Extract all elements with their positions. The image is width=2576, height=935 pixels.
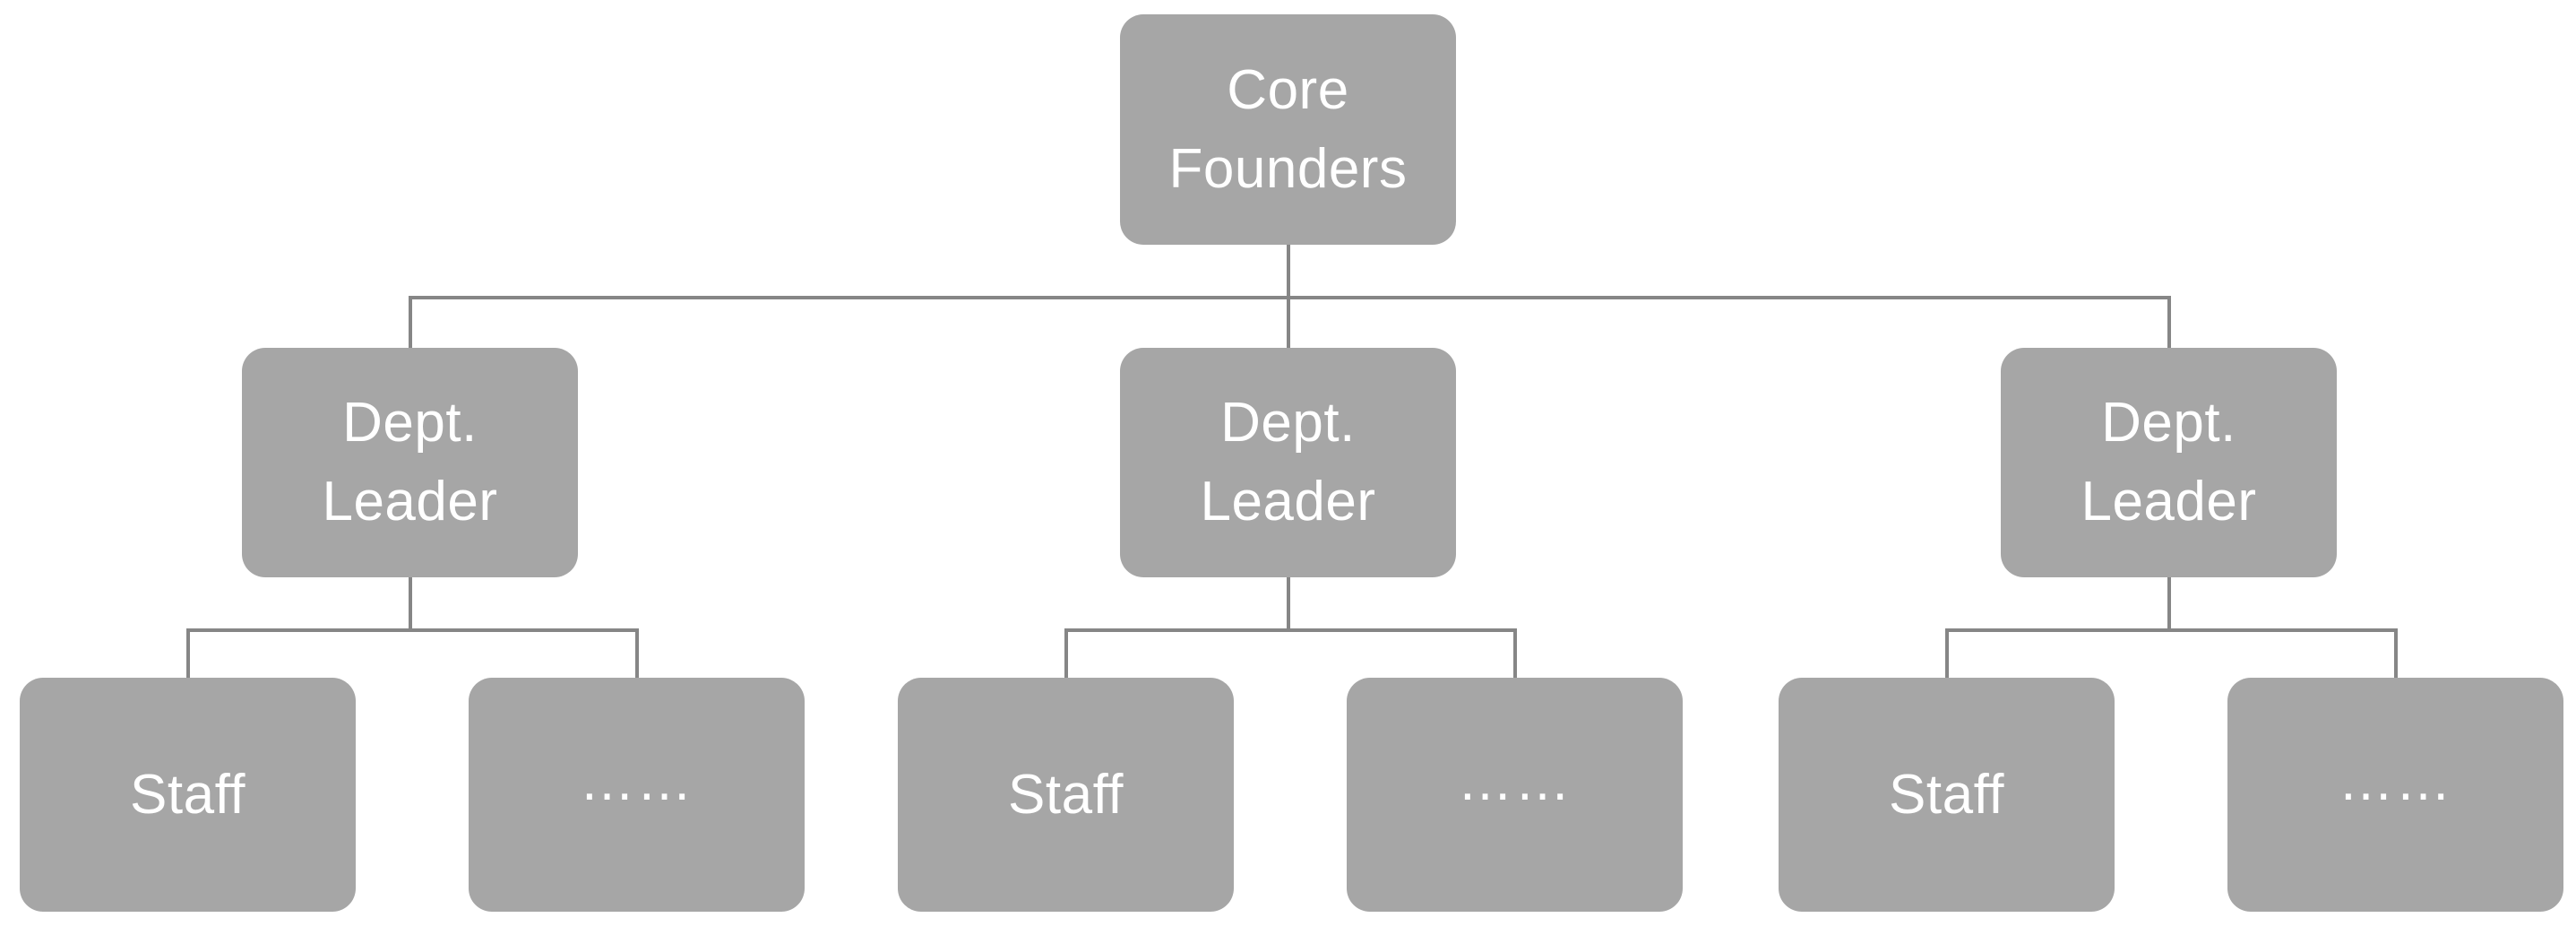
node-dept-leader-2-line-2: Leader (1200, 471, 1376, 532)
node-ellipsis-1: …… (469, 678, 805, 912)
node-dept-leader-2-line-1: Dept. (1220, 392, 1356, 454)
node-dept-leader-3-line-1: Dept. (2101, 392, 2236, 454)
connector-drop-ellipsis-2 (1513, 628, 1517, 678)
node-dept-leader-3: Dept. Leader (2001, 348, 2337, 577)
connector-drop-dept-3 (2167, 296, 2171, 348)
node-staff-3: Staff (1779, 678, 2115, 912)
node-ellipsis-3-label: …… (2338, 749, 2453, 812)
node-staff-1-label: Staff (130, 763, 246, 826)
node-staff-1: Staff (20, 678, 356, 912)
connector-dept-2-stem (1287, 577, 1290, 628)
connector-group-2-horizontal (1064, 628, 1517, 632)
node-dept-leader-3-line-2: Leader (2081, 471, 2257, 532)
node-dept-leader-2: Dept. Leader (1120, 348, 1456, 577)
node-ellipsis-2-label: …… (1457, 749, 1572, 812)
connector-group-1-horizontal (186, 628, 639, 632)
node-core-founders: Core Founders (1120, 14, 1456, 245)
connector-level1-horizontal (409, 296, 2171, 299)
node-core-founders-line-1: Core (1227, 58, 1349, 121)
connector-dept-3-stem (2167, 577, 2171, 628)
node-staff-3-label: Staff (1889, 763, 2004, 826)
node-ellipsis-2: …… (1347, 678, 1683, 912)
node-ellipsis-3: …… (2227, 678, 2563, 912)
connector-drop-staff-3 (1945, 628, 1949, 678)
connector-group-3-horizontal (1945, 628, 2398, 632)
node-ellipsis-1-label: …… (579, 749, 694, 812)
connector-drop-staff-1 (186, 628, 190, 678)
node-staff-2-label: Staff (1008, 763, 1124, 826)
node-dept-leader-1: Dept. Leader (242, 348, 578, 577)
connector-drop-staff-2 (1064, 628, 1068, 678)
connector-drop-dept-1 (409, 296, 412, 348)
node-dept-leader-1-line-2: Leader (322, 471, 498, 532)
connector-drop-ellipsis-1 (635, 628, 639, 678)
node-staff-2: Staff (898, 678, 1234, 912)
connector-drop-ellipsis-3 (2394, 628, 2398, 678)
node-dept-leader-1-line-1: Dept. (342, 392, 478, 454)
node-core-founders-line-2: Founders (1168, 137, 1408, 200)
connector-dept-1-stem (409, 577, 412, 628)
